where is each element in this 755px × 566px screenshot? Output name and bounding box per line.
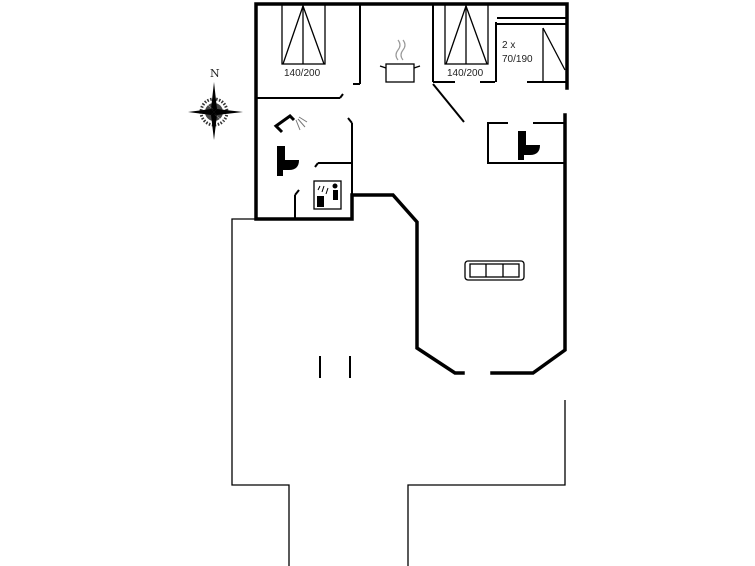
bed-1 — [281, 3, 326, 65]
bunk-label-count: 2 x — [502, 40, 515, 51]
compass-rose-icon — [188, 82, 243, 140]
terrace-outline — [231, 218, 566, 566]
compass-north-label: N — [210, 67, 220, 80]
toilet-icon — [277, 146, 299, 176]
sauna-icon — [313, 180, 342, 210]
interior-walls — [257, 4, 567, 378]
bed-1-label: 140/200 — [284, 68, 321, 79]
kitchen-pot-icon — [379, 39, 421, 83]
bed-2 — [444, 3, 489, 65]
sofa-icon — [464, 260, 525, 281]
toilet-icon — [518, 131, 540, 160]
shower-icon — [273, 114, 308, 134]
bunk-label-size: 70/190 — [502, 54, 533, 65]
bed-2-label: 140/200 — [447, 68, 484, 79]
